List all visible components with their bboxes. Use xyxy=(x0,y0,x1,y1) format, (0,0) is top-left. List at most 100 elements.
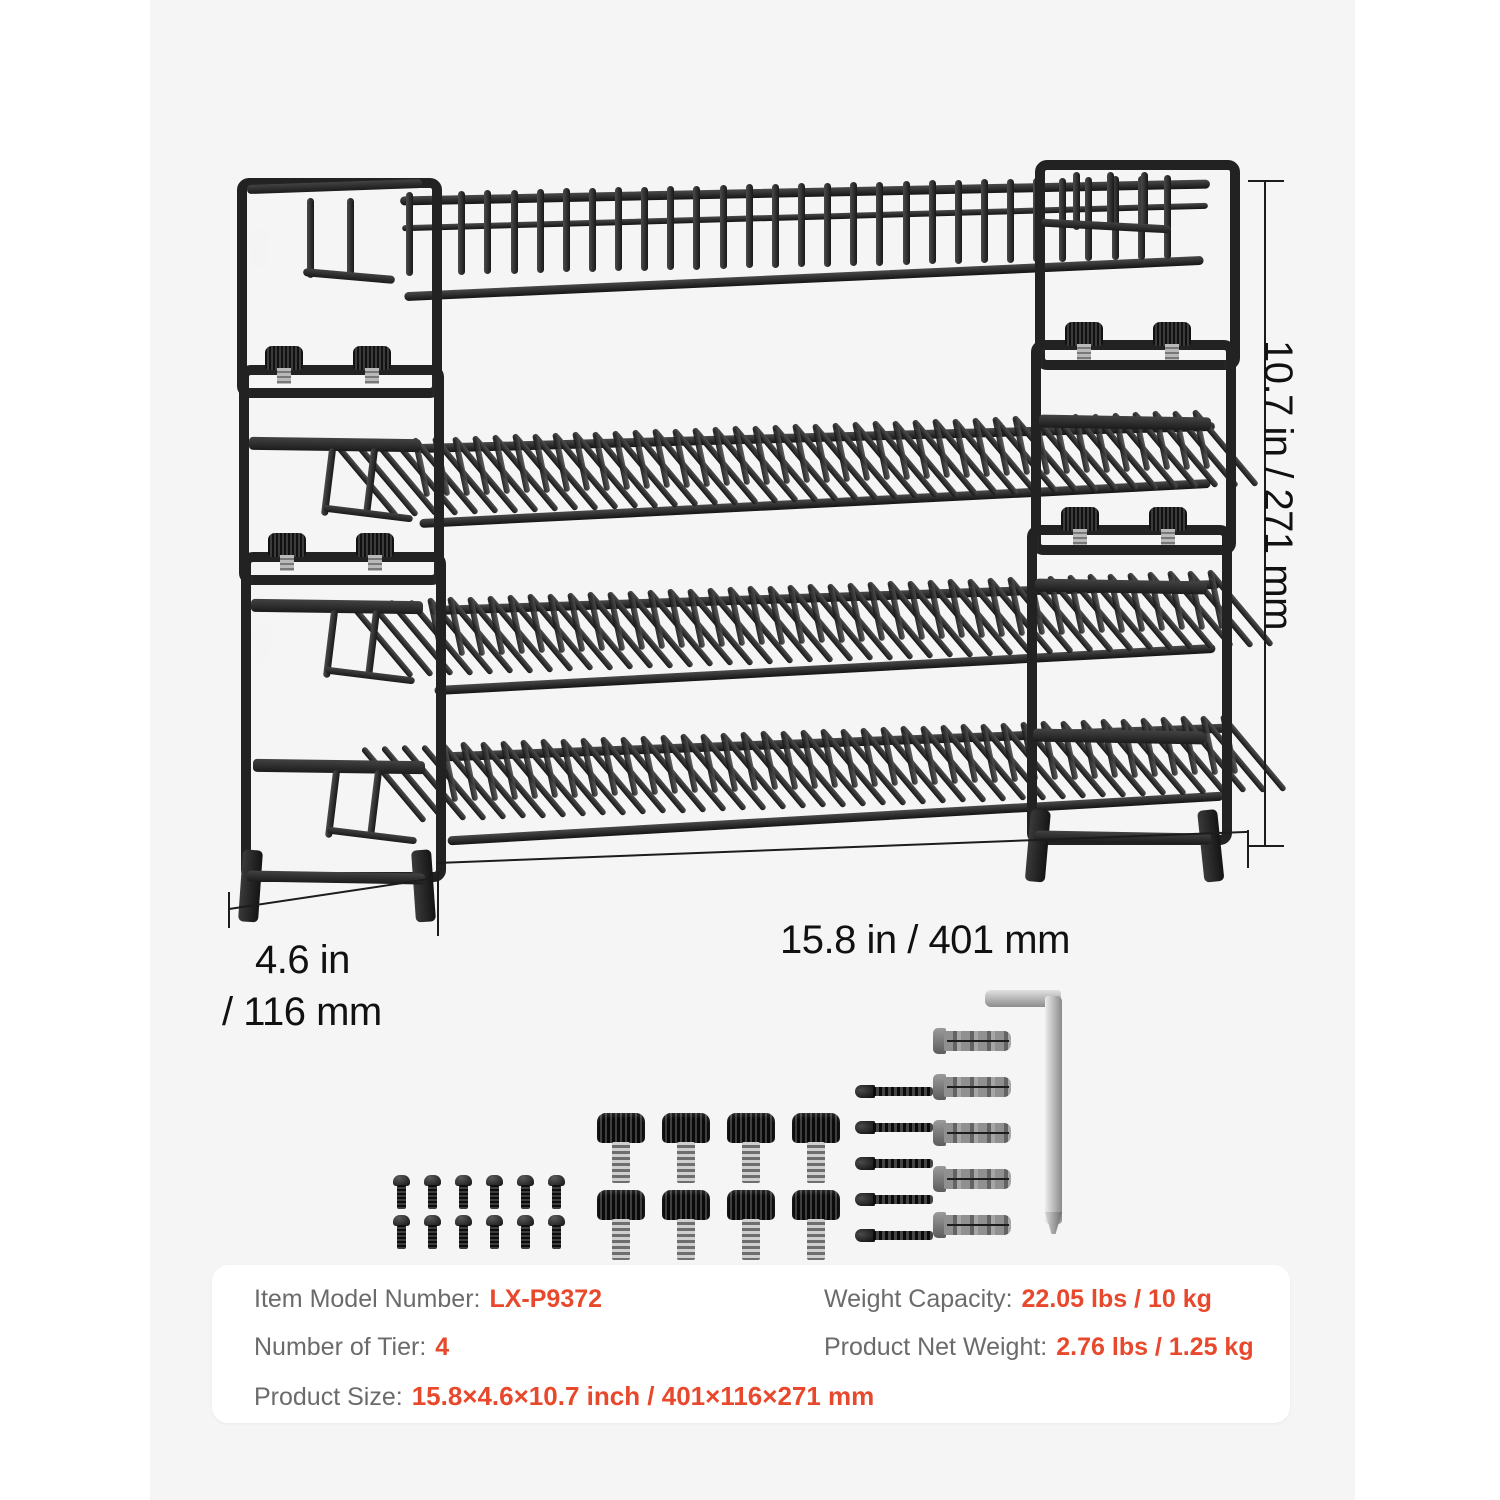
dimension-width-label: 15.8 in / 401 mm xyxy=(780,918,1070,962)
tier-bar xyxy=(850,182,858,267)
wall-anchor xyxy=(933,1212,1011,1238)
knob-thread xyxy=(807,1219,825,1260)
anchor-flange xyxy=(933,1212,946,1238)
bolt-shaft xyxy=(490,1225,499,1249)
product-image xyxy=(225,160,1288,923)
knob-cap xyxy=(792,1113,840,1143)
included-hardware-group xyxy=(385,985,1075,1278)
spec-label-model: Item Model Number: xyxy=(254,1285,481,1313)
bolt-head xyxy=(424,1175,441,1186)
bolt-shaft xyxy=(459,1185,468,1209)
spec-row-capacity: Weight Capacity: 22.05 lbs / 10 kg xyxy=(824,1285,1212,1314)
bolt xyxy=(393,1215,410,1249)
thumb-knob-hardware xyxy=(727,1190,775,1260)
frame-hook-bar xyxy=(1107,172,1114,230)
thumb-knob xyxy=(1061,507,1099,545)
bolt-head xyxy=(424,1215,441,1226)
bolt xyxy=(517,1215,534,1249)
anchor-split-line xyxy=(947,1224,1009,1226)
wall-anchor xyxy=(933,1166,1011,1192)
knob-thread xyxy=(742,1142,760,1183)
tier-bar xyxy=(641,186,649,271)
spec-row-tier: Number of Tier: 4 xyxy=(254,1333,449,1362)
spec-value-capacity: 22.05 lbs / 10 kg xyxy=(1021,1285,1212,1313)
knob-thread xyxy=(742,1219,760,1260)
spec-label-size: Product Size: xyxy=(254,1383,403,1411)
frame-panel-top xyxy=(1035,160,1240,370)
screw-body xyxy=(873,1159,933,1168)
tier-bar xyxy=(1163,175,1171,260)
bolt-head xyxy=(455,1215,472,1226)
tier-bar xyxy=(615,187,623,272)
screw xyxy=(855,1119,933,1136)
thumb-knob-hardware xyxy=(792,1113,840,1183)
spec-label-capacity: Weight Capacity: xyxy=(824,1285,1013,1313)
bolt-shaft xyxy=(521,1225,530,1249)
dimension-depth-label-line2: / 116 mm xyxy=(222,990,382,1034)
bolt xyxy=(486,1215,503,1249)
wall-anchor xyxy=(933,1120,1011,1146)
bolt xyxy=(455,1215,472,1249)
knob-cap xyxy=(662,1113,710,1143)
tier-bar xyxy=(798,183,805,268)
tier-bar xyxy=(406,191,413,276)
tier-bar xyxy=(1007,178,1015,263)
screw xyxy=(855,1083,933,1100)
tier-bar xyxy=(693,185,701,270)
spec-value-model: LX-P9372 xyxy=(489,1285,603,1313)
tier-bar xyxy=(458,190,466,275)
knob-thread xyxy=(677,1219,695,1260)
tier-bar xyxy=(824,182,832,267)
thumb-knob xyxy=(1153,322,1191,360)
knob-thread xyxy=(807,1142,825,1183)
dimension-height-label: 10.7 in / 271 mm xyxy=(1256,340,1300,630)
screw xyxy=(855,1191,933,1208)
screw xyxy=(855,1227,933,1244)
spec-value-tier: 4 xyxy=(435,1333,450,1361)
bolt-shaft xyxy=(428,1185,437,1209)
screw-head xyxy=(855,1121,875,1134)
thumb-knob xyxy=(356,533,394,571)
dimension-depth-label-line1: 4.6 in xyxy=(255,938,350,982)
thumb-knob-hardware xyxy=(792,1190,840,1260)
frame-hook-bar xyxy=(1141,172,1148,230)
screw-body xyxy=(873,1231,933,1240)
product-spec-card: Item Model Number: LX-P9372 Weight Capac… xyxy=(212,1265,1290,1423)
bolt xyxy=(517,1175,534,1209)
anchor-flange xyxy=(933,1120,946,1146)
tier-bar xyxy=(928,180,936,265)
tier-bar xyxy=(588,187,596,272)
thumb-knob xyxy=(1149,507,1187,545)
screw-head xyxy=(855,1229,875,1242)
tier-bar xyxy=(510,189,518,274)
bolt-shaft xyxy=(397,1225,406,1249)
screw xyxy=(855,1155,933,1172)
bolt-head xyxy=(486,1175,503,1186)
bolt-head xyxy=(517,1175,534,1186)
tier-bar xyxy=(562,188,570,273)
spec-row-net-weight: Product Net Weight: 2.76 lbs / 1.25 kg xyxy=(824,1333,1254,1362)
screw-head xyxy=(855,1085,875,1098)
frame-panel-mid xyxy=(1031,340,1236,555)
knob-cap xyxy=(597,1113,645,1143)
knob-cap xyxy=(792,1190,840,1220)
bolt-shaft xyxy=(490,1185,499,1209)
tier-bar xyxy=(667,186,675,271)
knob-thread xyxy=(677,1142,695,1183)
thumb-knob xyxy=(1065,322,1103,360)
wall-anchor xyxy=(933,1028,1011,1054)
spec-value-net-weight: 2.76 lbs / 1.25 kg xyxy=(1056,1333,1254,1361)
bolt-shaft xyxy=(552,1225,561,1249)
thumb-knob-hardware xyxy=(662,1113,710,1183)
tier-bar xyxy=(719,184,727,269)
bolt xyxy=(424,1215,441,1249)
tier-bar xyxy=(902,180,910,265)
wrench-short-arm xyxy=(985,990,1061,1007)
tier-bar xyxy=(1111,176,1119,261)
screw-head xyxy=(855,1157,875,1170)
knob-thread xyxy=(612,1142,630,1183)
bolt-shaft xyxy=(397,1185,406,1209)
bolt xyxy=(548,1215,565,1249)
frame-panel-bottom xyxy=(1027,525,1232,845)
frame-hook-bar xyxy=(347,198,354,278)
